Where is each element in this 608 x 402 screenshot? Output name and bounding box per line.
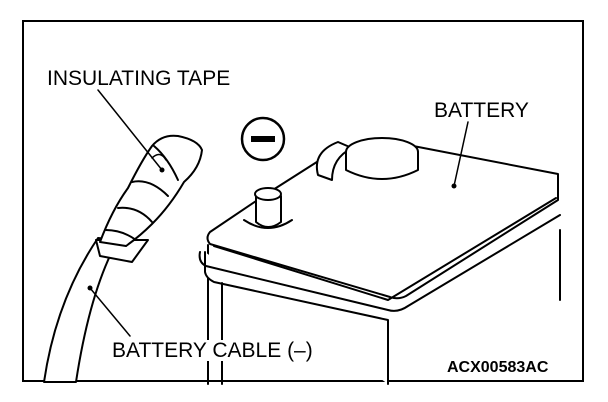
leader-insulating-tape	[97, 89, 163, 171]
leader-battery-cable	[89, 287, 131, 337]
tape-wrap-line-4	[105, 229, 137, 241]
battery-lid-edge	[213, 197, 557, 301]
insulating-tape-wrap	[99, 134, 203, 247]
tape-highlight	[151, 153, 167, 161]
leader-dot-battery	[451, 183, 457, 189]
battery-cable-label: BATTERY CABLE (–)	[110, 339, 315, 362]
leader-battery	[453, 121, 469, 187]
leader-dot-cable	[87, 285, 93, 291]
tape-wrap-line-3	[117, 206, 153, 223]
tape-wrap-line-2	[131, 180, 169, 197]
negative-symbol-bar	[251, 136, 275, 142]
figure-code: ACX00583AC	[447, 359, 549, 376]
leader-dot-tape	[159, 167, 165, 173]
insulating-tape-label: INSULATING TAPE	[47, 67, 231, 90]
negative-terminal-base	[243, 219, 293, 229]
tape-wrap-line-1	[153, 145, 179, 181]
battery-lid-rim	[198, 214, 561, 312]
battery-front-wall	[204, 251, 389, 385]
battery-label: BATTERY	[434, 99, 529, 122]
battery-cable	[43, 237, 119, 383]
battery-far-terminal-body	[345, 151, 419, 180]
negative-terminal-top	[254, 187, 282, 201]
